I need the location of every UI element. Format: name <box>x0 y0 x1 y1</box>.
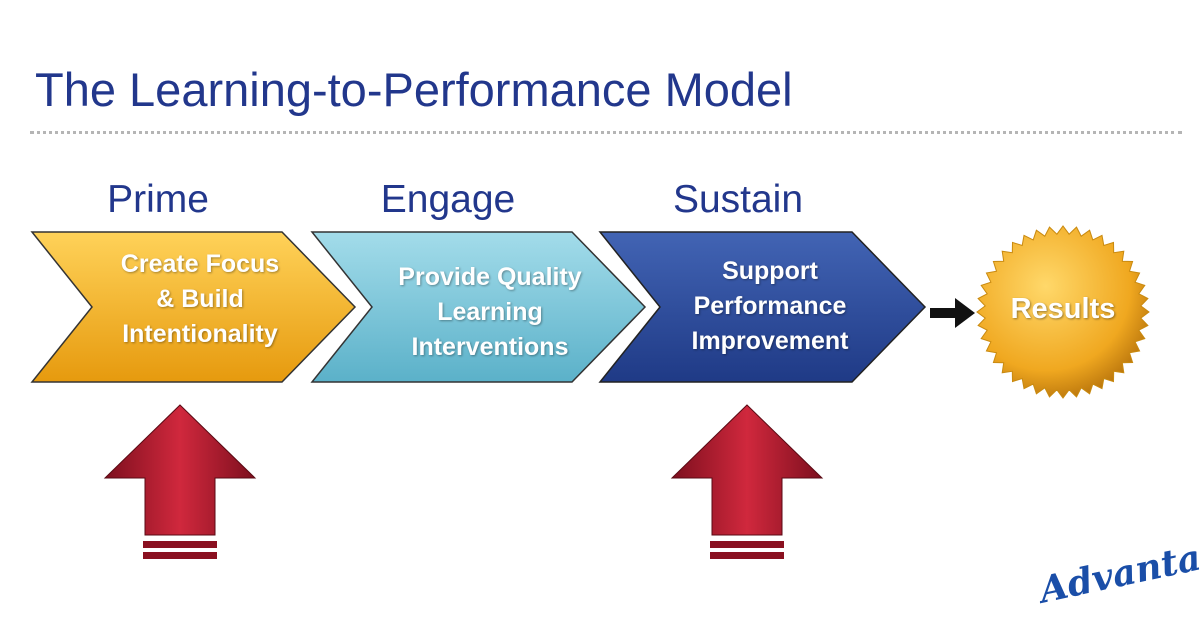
line: Interventions <box>411 333 569 361</box>
line: Intentionality <box>122 320 278 348</box>
line: Provide Quality <box>398 263 582 291</box>
up-arrow-icon-prime <box>103 404 257 559</box>
chevron-engage <box>310 231 647 383</box>
line: Improvement <box>691 327 849 355</box>
results-label: Results <box>1010 293 1116 325</box>
chevron-sustain <box>598 231 927 383</box>
stage-label-prime: Prime <box>107 178 209 221</box>
stage-label-sustain: Sustain <box>672 178 804 221</box>
up-arrow-icon-sustain <box>670 404 824 559</box>
chevron-prime <box>30 231 357 383</box>
line: & Build <box>156 285 244 313</box>
dotted-divider <box>30 131 1182 134</box>
line: Create Focus <box>120 250 280 278</box>
page-title: The Learning-to-Performance Model <box>35 63 793 116</box>
line: Learning <box>437 298 543 326</box>
line: Support <box>722 257 818 285</box>
line: Performance <box>693 292 847 320</box>
results-seal <box>976 225 1150 399</box>
arrow-right-icon <box>930 298 975 328</box>
stage-label-engage: Engage <box>380 178 516 221</box>
